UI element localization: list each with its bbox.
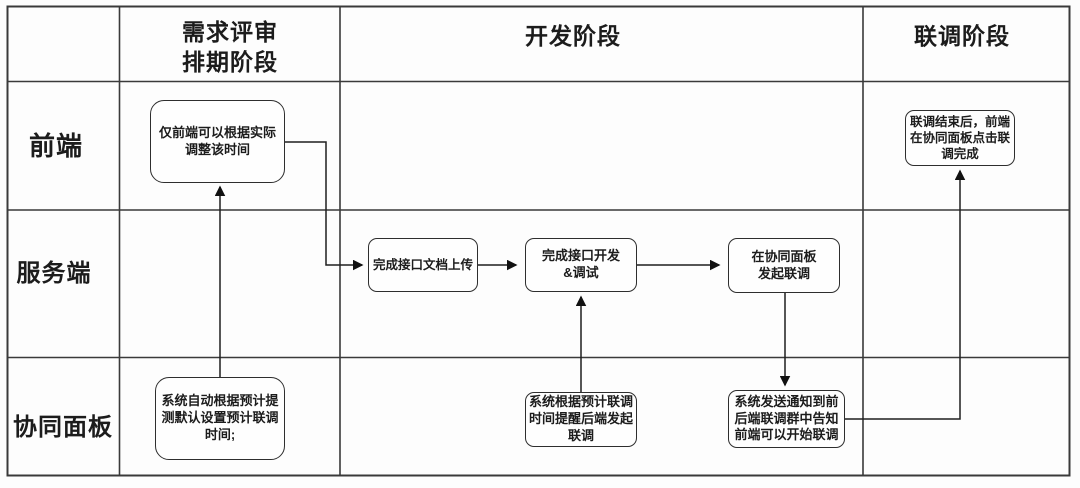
node-server-initiate-joint-debug: 在协同面板 发起联调 <box>728 238 840 293</box>
node-panel-remind-backend: 系统根据预计联调 时间提醒后端发起 联调 <box>525 392 637 447</box>
node-panel-send-notification: 系统发送通知到前 后端联调群中告知 前端可以开始联调 <box>728 390 845 448</box>
phase-header-review: 需求评审 排期阶段 <box>182 19 278 76</box>
node-frontend-adjust-time: 仅前端可以根据实际 调整该时间 <box>150 100 285 183</box>
flow-connectors <box>214 141 966 420</box>
lane-label-server: 服务端 <box>16 260 92 287</box>
connector-adjust-to-upload <box>285 141 364 271</box>
node-panel-auto-set-time: 系统自动根据预计提 测默认设置预计联调 时间; <box>155 377 285 460</box>
phase-header-joint-debug: 联调阶段 <box>914 23 1010 49</box>
lane-label-collab-panel: 协同面板 <box>13 414 113 441</box>
phase-header-development: 开发阶段 <box>525 23 621 49</box>
connector-notify-to-complete <box>845 169 966 420</box>
lane-label-frontend: 前端 <box>28 131 84 161</box>
node-server-upload-doc: 完成接口文档上传 <box>368 238 478 292</box>
grid-outer-border <box>6 5 1071 477</box>
swimlane-grid <box>6 5 1071 477</box>
node-server-dev-debug: 完成接口开发 &调试 <box>525 238 637 292</box>
node-frontend-click-complete: 联调结束后，前端 在协同面板点击联 调完成 <box>905 110 1015 166</box>
